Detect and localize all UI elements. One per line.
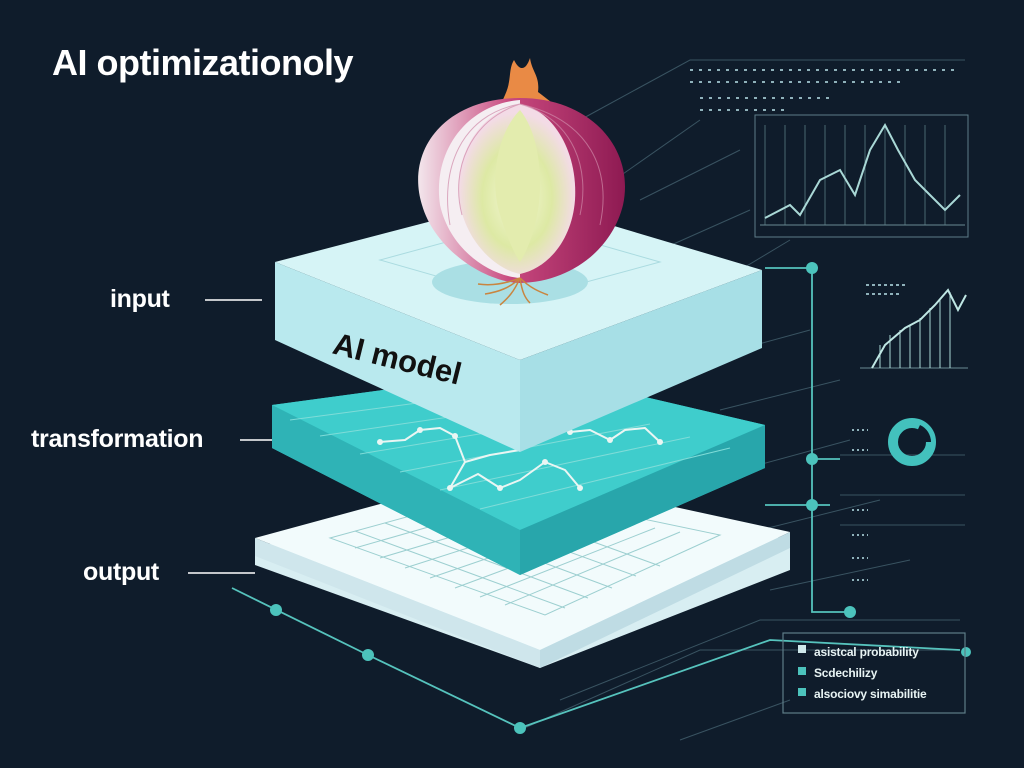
input-layer-label: input	[110, 285, 170, 313]
connector-dots	[270, 262, 971, 734]
legend-box	[782, 632, 966, 714]
page-title: AI optimizationoly	[52, 42, 354, 83]
legend-item: alsociovy simabilitie	[814, 687, 927, 701]
donut-chart-icon	[888, 418, 936, 466]
transformation-layer-label: transformation	[31, 425, 204, 453]
line-chart-top-right	[754, 114, 969, 238]
label-leader-lines	[188, 299, 272, 574]
top-right-dashes	[690, 69, 960, 111]
legend-item: Scdechilizy	[814, 666, 878, 680]
legend-swatch-3	[798, 688, 806, 696]
legend-swatch-1	[798, 645, 806, 653]
legend-swatch-2	[798, 667, 806, 675]
area-chart-right	[860, 284, 968, 369]
legend-item: asistcal probability	[814, 645, 919, 659]
output-layer-label: output	[83, 558, 159, 586]
onion-illustration	[418, 58, 625, 306]
